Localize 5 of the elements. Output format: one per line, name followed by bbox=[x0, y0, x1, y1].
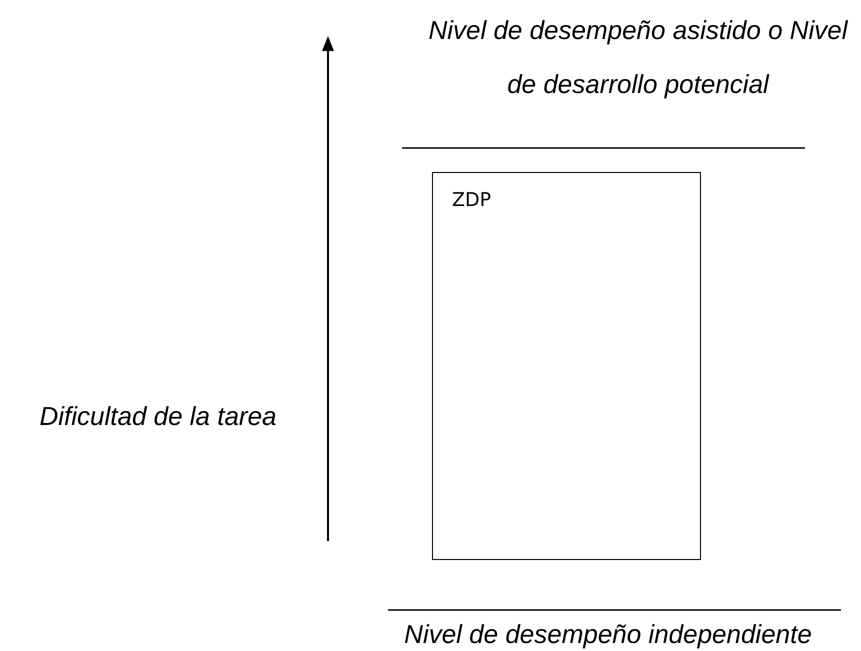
zone-label: ZDP bbox=[452, 189, 492, 211]
level-label: Nivel de desempeño independiente bbox=[403, 618, 813, 650]
level-label: Nivel de desempeño asistido o Nivel de desarrollo potencial bbox=[427, 14, 849, 101]
level-label: Dificultad de la tarea bbox=[38, 400, 278, 433]
zone-box bbox=[432, 172, 701, 560]
